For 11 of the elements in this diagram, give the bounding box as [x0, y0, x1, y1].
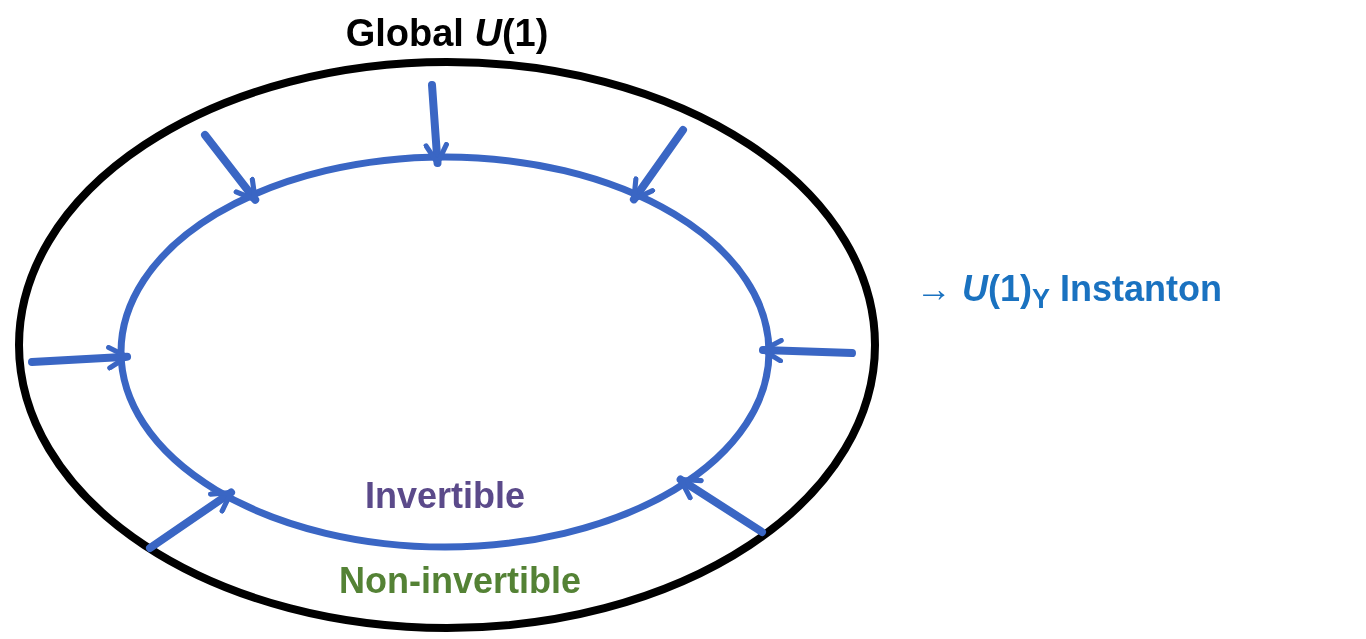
annotation-text: → U(1)$_{Y}$ Instanton [916, 267, 1222, 316]
arrow [423, 81, 450, 168]
region-label: Invertible [364, 474, 526, 518]
arrow [28, 344, 132, 371]
arrow [676, 475, 766, 536]
region-label: Non-invertible [339, 559, 581, 603]
arrow [146, 488, 236, 552]
region-title: Global U(1) [345, 11, 549, 56]
arrow [629, 126, 687, 204]
arrow [201, 131, 260, 204]
arrow [759, 337, 856, 364]
